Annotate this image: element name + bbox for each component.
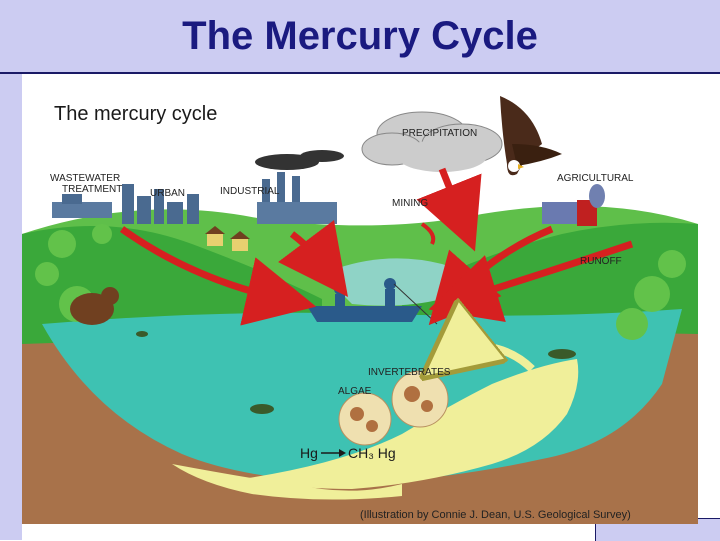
figure-title: The mercury cycle [54,103,217,125]
label-precipitation: PRECIPITATION [402,128,477,139]
label-urban: URBAN [150,188,185,199]
mercury-flow-arrows [119,167,634,326]
label-wastewater: WASTEWATER [50,173,120,184]
label-algae: ALGAE [338,386,372,397]
eagle-icon [500,96,562,176]
beaver-icon [70,287,119,325]
industrial-factory-icon [255,150,344,224]
trees-right-icon [616,250,686,340]
label-ch3hg: CH₃ Hg [348,445,396,461]
sediment-layer [242,359,579,489]
label-treatment: TREATMENT [62,184,122,195]
label-invertebrates: INVERTEBRATES [368,367,451,378]
wastewater-plant-icon [52,194,112,218]
farm-icon [542,184,605,226]
algae-invertebrate-circles [338,370,449,446]
label-agricultural: AGRICULTURAL [557,173,634,184]
houses-icon [205,226,250,251]
bioaccumulation-arrow [452,346,535,369]
slide-title: The Mercury Cycle [182,14,538,58]
figure-credit: (Illustration by Connie J. Dean, U.S. Ge… [360,509,631,521]
mercury-cycle-illustration: The mercury cycle PRECIPITATION WASTEWAT… [22,84,698,524]
urban-city-icon [122,184,199,224]
left-accent-strip [0,74,22,540]
methylation-arrow [321,449,346,457]
label-hg: Hg [300,445,318,461]
label-industrial: INDUSTRIAL [220,186,280,197]
precipitation-cloud [361,111,503,172]
label-runoff: RUNOFF [580,256,622,267]
sediment-band [172,464,402,500]
title-bar [0,0,720,74]
fish-icons [136,325,576,414]
label-mining: MINING [392,198,428,209]
mercury-cycle-diagram: The mercury cycle PRECIPITATION WASTEWAT… [22,84,698,524]
